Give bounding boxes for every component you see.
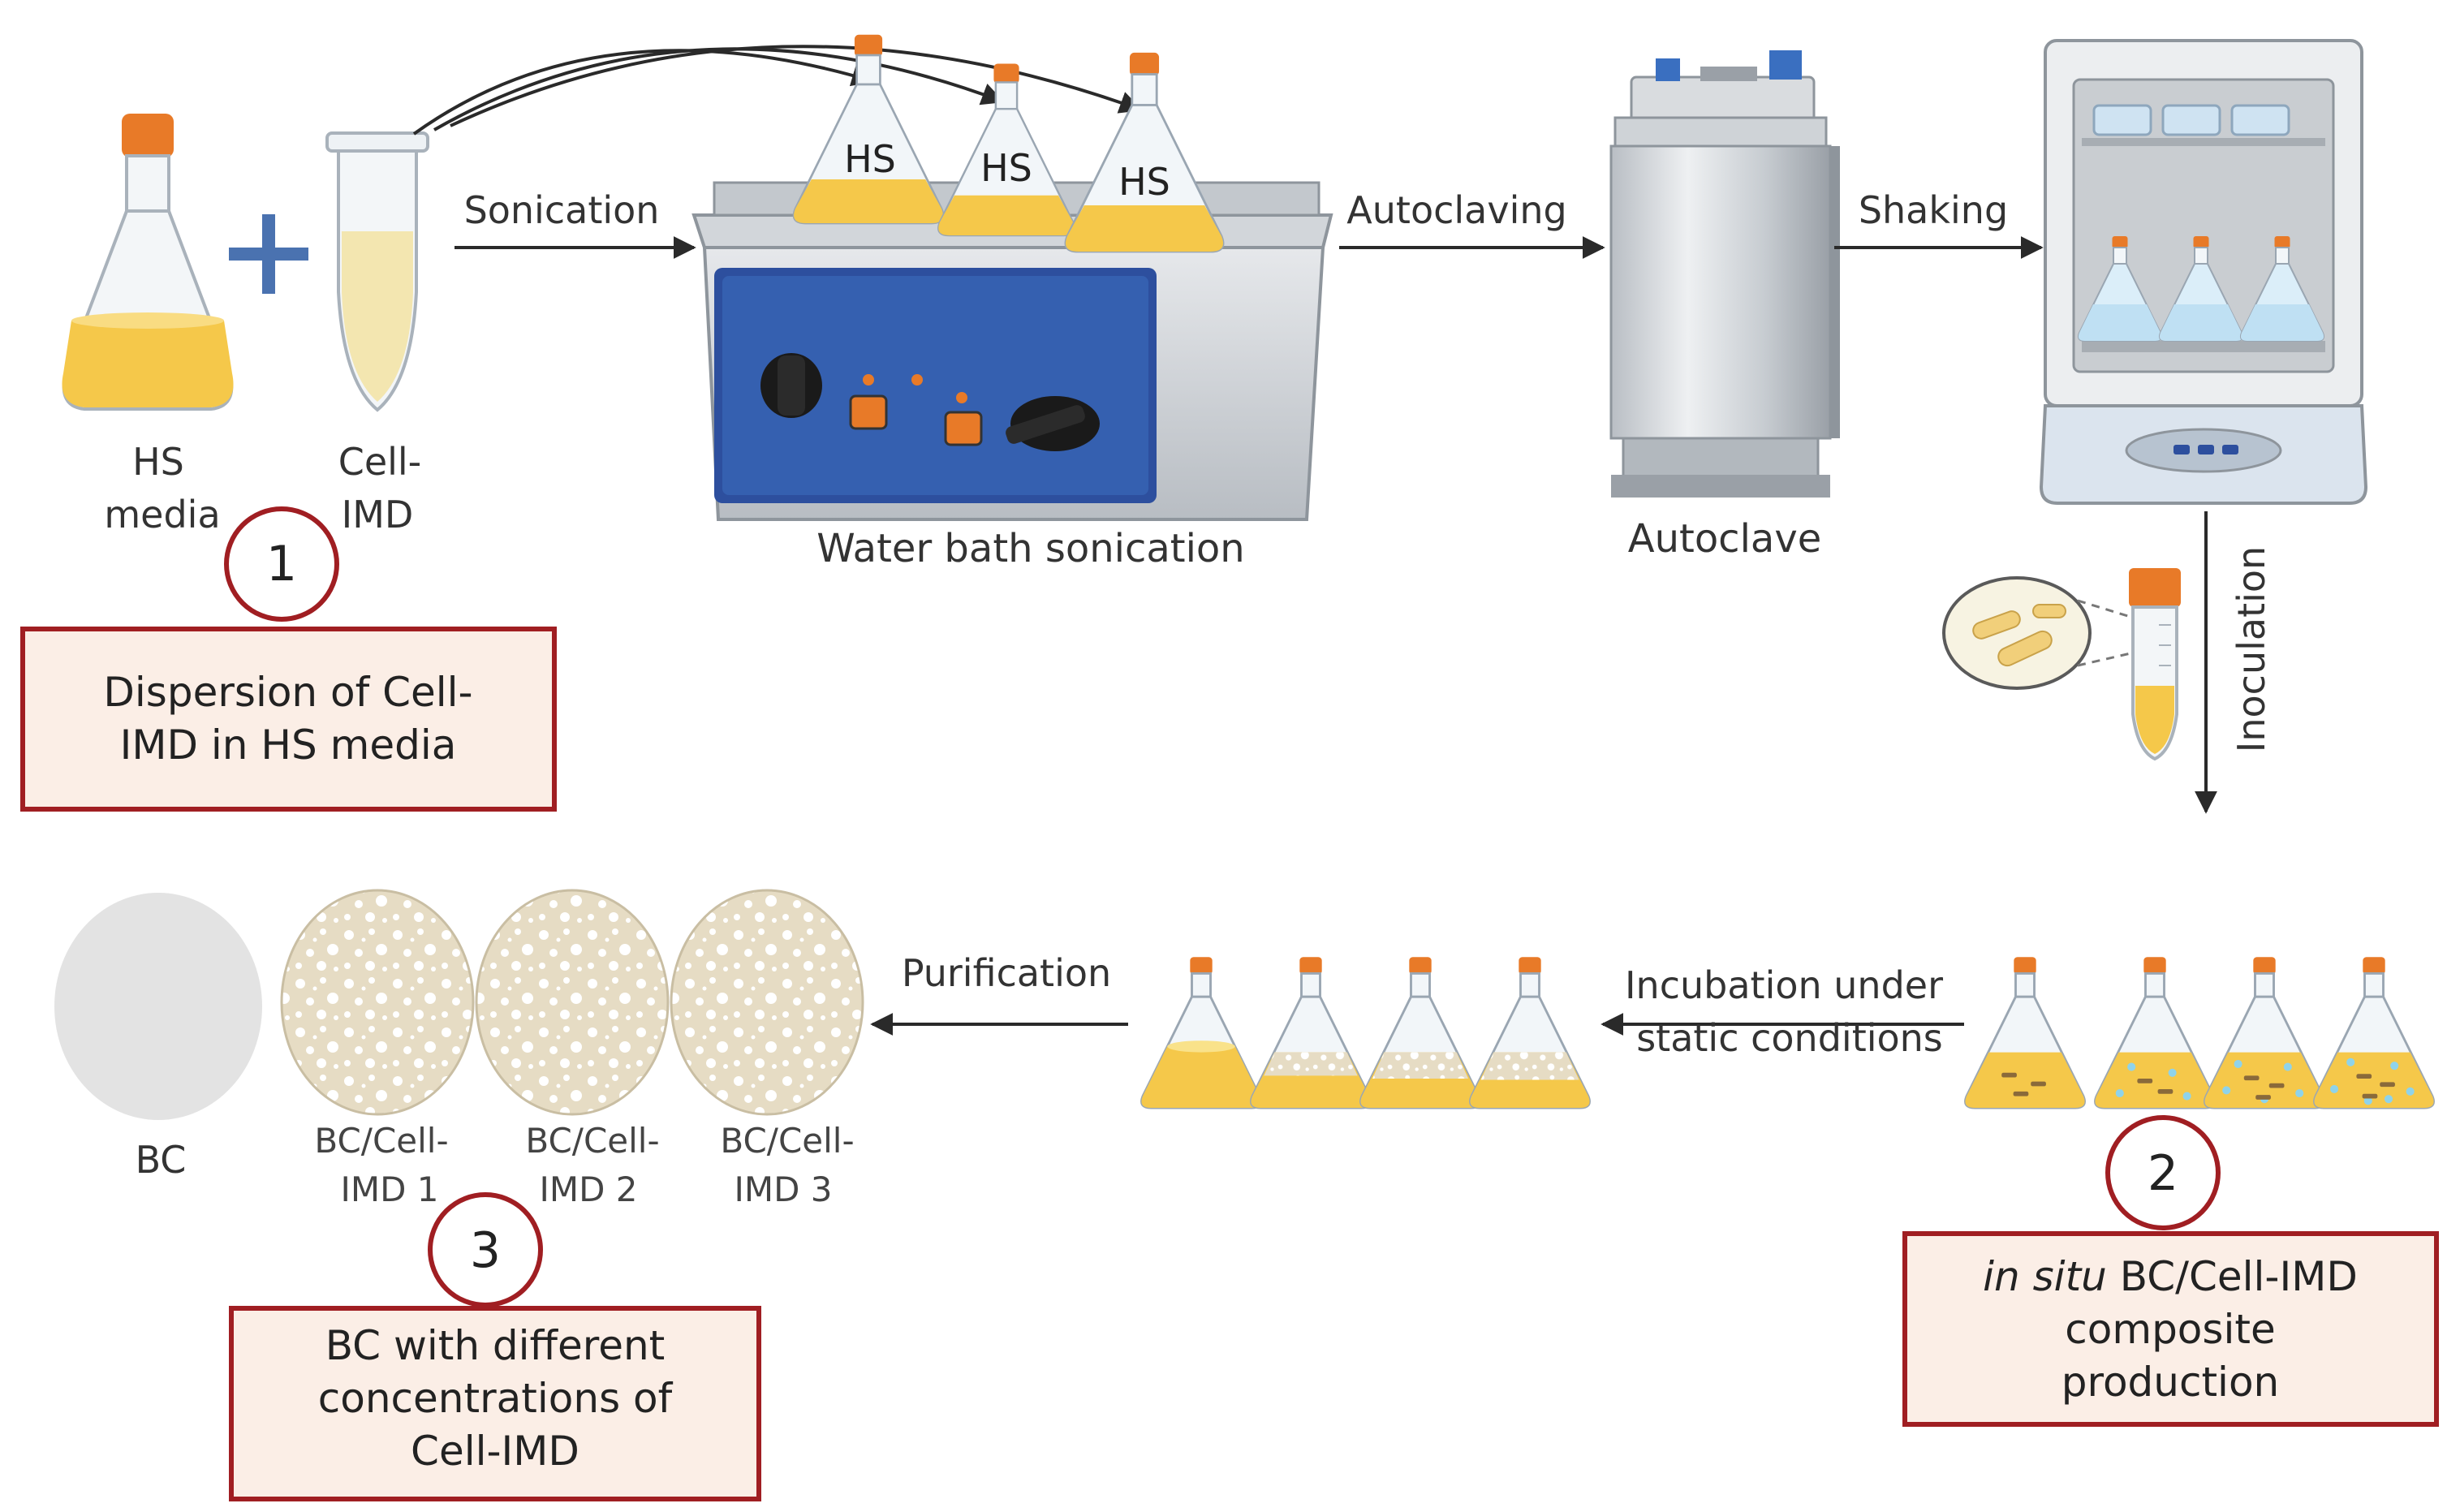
bc-cell-imd-1-label-line2: IMD 1 <box>340 1170 438 1209</box>
step-2-text-line3: production <box>2061 1359 2279 1406</box>
autoclaving-label: Autoclaving <box>1346 188 1566 232</box>
bc-cell-imd-1-label-line1: BC/Cell- <box>314 1121 448 1161</box>
step-2-line1-rest: BC/Cell-IMD <box>2107 1253 2358 1300</box>
composite-flask-icon <box>2094 957 2216 1109</box>
hs-flask-label-1: HS <box>844 137 896 181</box>
cell-imd-label-line1: Cell- <box>338 440 422 484</box>
step-3-text-line3: Cell-IMD <box>411 1428 579 1475</box>
bc-membrane-icon <box>54 893 262 1120</box>
plus-icon <box>229 214 308 294</box>
step-1-text-line2: IMD in HS media <box>120 722 457 769</box>
bc-cell-imd-2-membrane-icon <box>475 889 670 1116</box>
bc-cell-imd-3-label-line2: IMD 3 <box>734 1170 832 1209</box>
incubation-flask-icon <box>1140 957 1262 1109</box>
hs-flask-icon <box>937 63 1075 237</box>
step-1-box <box>20 627 557 812</box>
incubation-label-line2: static conditions <box>1636 1016 1943 1060</box>
incubation-flask-icon <box>1359 957 1481 1109</box>
bacteria-magnified-icon <box>1942 576 2131 690</box>
hs-flask-label-2: HS <box>980 146 1032 190</box>
hs-flask-icon <box>792 34 945 225</box>
step-1-badge <box>224 506 339 622</box>
bc-cell-imd-3-membrane-icon <box>670 889 864 1116</box>
incubation-flask-icon <box>1469 957 1591 1109</box>
cell-imd-label-line2: IMD <box>342 493 414 536</box>
step-3-box <box>229 1306 761 1501</box>
bc-cell-imd-1-membrane-icon <box>280 889 475 1116</box>
bc-cell-imd-2-label-line2: IMD 2 <box>539 1170 637 1209</box>
hs-media-label-line1: HS <box>132 440 184 484</box>
step-1-text-line1: Dispersion of Cell- <box>103 669 472 716</box>
shaking-incubator-icon <box>2039 39 2368 505</box>
step-2-badge <box>2105 1115 2221 1230</box>
step-3-number: 3 <box>470 1222 501 1279</box>
composite-flask-icon <box>1964 957 2086 1109</box>
hs-flask-icon <box>1064 52 1225 253</box>
step-2-text-line2: composite <box>2065 1306 2275 1353</box>
hs-media-label-line2: media <box>104 493 220 536</box>
step-2-text-line1: in situ BC/Cell-IMD <box>1983 1253 2358 1300</box>
purification-label: Purification <box>902 951 1111 995</box>
autoclave-label: Autoclave <box>1628 516 1822 562</box>
step-3-text-line2: concentrations of <box>318 1375 674 1422</box>
step-2-box <box>1902 1231 2439 1427</box>
cell-imd-tube-icon <box>325 131 429 412</box>
shaking-label: Shaking <box>1859 188 2008 232</box>
step-1-number: 1 <box>266 536 297 592</box>
hs-flask-label-3: HS <box>1118 160 1170 204</box>
bc-cell-imd-3-label-line1: BC/Cell- <box>720 1121 854 1161</box>
incubation-flask-icon <box>1250 957 1372 1109</box>
composite-flask-icon <box>2204 957 2325 1109</box>
inoculum-tube-icon <box>2129 568 2181 761</box>
step-3-text-line1: BC with different <box>325 1322 666 1369</box>
step-3-badge <box>428 1192 543 1307</box>
autoclave-icon <box>1609 50 1840 498</box>
step-2-italic: in situ <box>1983 1253 2107 1300</box>
composite-flask-icon <box>2313 957 2435 1109</box>
water-bath-sonicator-icon <box>691 181 1333 521</box>
bc-cell-imd-2-label-line1: BC/Cell- <box>525 1121 659 1161</box>
step-2-number: 2 <box>2148 1145 2178 1202</box>
sonication-label: Sonication <box>464 188 660 232</box>
incubation-label-line1: Incubation under <box>1625 963 1943 1007</box>
hs-media-flask-icon <box>62 114 234 411</box>
inoculation-label: Inoculation <box>2230 546 2273 752</box>
transfer-arrows <box>412 45 1143 136</box>
bc-label: BC <box>136 1138 187 1182</box>
water-bath-label: Water bath sonication <box>816 526 1244 571</box>
